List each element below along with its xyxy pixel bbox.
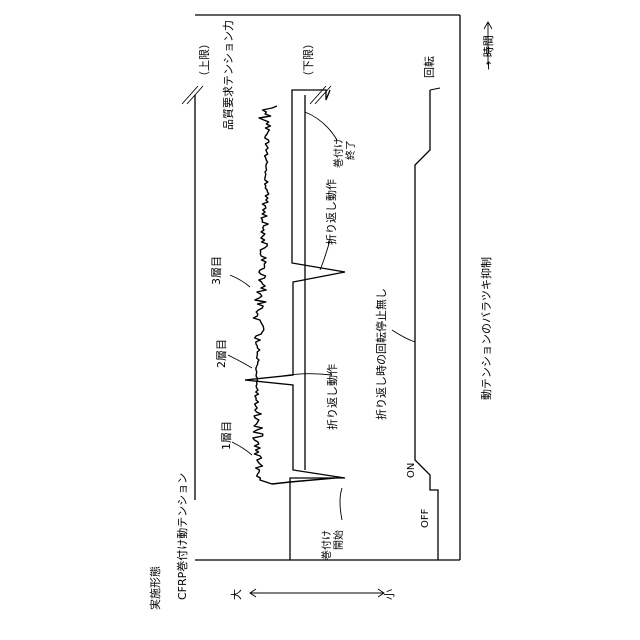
on-label: ON	[406, 463, 417, 478]
upper-limit-label: （上限）	[198, 38, 211, 82]
wind-start-leader	[340, 488, 342, 520]
small-label: 小	[383, 589, 396, 600]
dynamic-tension-trace	[253, 106, 335, 484]
figure-title: 実施形態	[148, 566, 162, 610]
no-stop-label: 折り返し時の回転停止無し	[374, 288, 388, 420]
layer-3-label: 3層目	[210, 256, 223, 285]
layer-3-leader	[230, 275, 250, 287]
large-label: 大	[229, 589, 243, 600]
off-label: OFF	[420, 508, 431, 528]
rotation-label: 回転	[423, 56, 436, 78]
no-stop-leader	[392, 330, 415, 342]
quality-tension-label: 品質要求テンション力	[221, 20, 235, 130]
wind-end-label-1: 巻付け	[332, 138, 345, 168]
rotation-waveform	[415, 90, 438, 560]
y-axis-label: CFRP巻付け動テンション	[175, 473, 189, 600]
lower-limit-label: （下限）	[302, 38, 315, 82]
wind-start-label-1: 巻付け	[320, 530, 333, 560]
fold-back-label-upper: 折り返し動作	[324, 179, 338, 245]
layer-1-label: 1層目	[220, 421, 233, 450]
upper-limit-break-mark	[182, 86, 203, 104]
wind-end-label-2: 終了	[344, 140, 357, 160]
wind-end-leader	[305, 112, 337, 140]
rotation-label-leader	[430, 88, 440, 90]
fold-back-label-lower: 折り返し動作	[325, 364, 339, 430]
layer-1-leader	[232, 442, 252, 455]
layer-2-label: 2層目	[215, 339, 228, 368]
wind-start-label-2: 開始	[332, 530, 345, 550]
suppress-label: 動テンションのバラツキ抑制	[479, 257, 493, 400]
fold-back-waveform	[245, 90, 345, 560]
layer-2-leader	[228, 355, 252, 368]
scale-double-arrow	[250, 589, 384, 597]
time-axis-label: → 時間	[482, 35, 495, 70]
